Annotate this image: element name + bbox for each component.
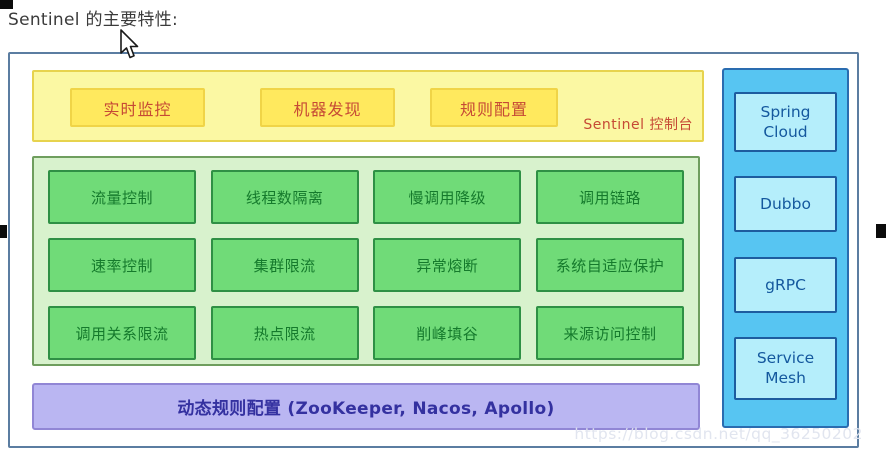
feature-box: 调用链路 bbox=[535, 170, 684, 224]
video-artifact-square bbox=[0, 225, 7, 238]
console-panel-label: Sentinel 控制台 bbox=[583, 117, 693, 133]
integration-box: gRPC bbox=[734, 256, 837, 313]
feature-box: 来源访问控制 bbox=[535, 306, 684, 360]
features-panel: 流量控制 线程数隔离 慢调用降级 调用链路 速率控制 集群限流 异常熔断 系统自… bbox=[32, 156, 700, 366]
mouse-cursor-icon bbox=[120, 29, 139, 59]
console-feature-box: 实时监控 bbox=[70, 88, 205, 127]
video-artifact-square bbox=[0, 0, 13, 9]
feature-box: 速率控制 bbox=[48, 238, 196, 292]
feature-box: 异常熔断 bbox=[373, 238, 522, 292]
integrations-panel: Spring Cloud Dubbo gRPC Service Mesh bbox=[722, 68, 849, 428]
integration-box: Service Mesh bbox=[734, 336, 837, 400]
console-feature-box: 规则配置 bbox=[430, 88, 558, 127]
feature-box: 系统自适应保护 bbox=[535, 238, 684, 292]
video-artifact-square bbox=[876, 224, 886, 238]
feature-box: 热点限流 bbox=[210, 306, 359, 360]
dynamic-rules-bar: 动态规则配置 (ZooKeeper, Nacos, Apollo) bbox=[32, 383, 700, 430]
console-panel: 实时监控 机器发现 规则配置 Sentinel 控制台 bbox=[32, 70, 704, 142]
feature-box: 流量控制 bbox=[48, 170, 196, 224]
feature-box: 慢调用降级 bbox=[373, 170, 522, 224]
feature-box: 线程数隔离 bbox=[210, 170, 359, 224]
sentinel-architecture-frame: 实时监控 机器发现 规则配置 Sentinel 控制台 流量控制 线程数隔离 慢… bbox=[8, 52, 859, 448]
feature-box: 削峰填谷 bbox=[373, 306, 522, 360]
integration-box: Dubbo bbox=[734, 176, 837, 233]
feature-box: 调用关系限流 bbox=[48, 306, 196, 360]
page-title: Sentinel 的主要特性: bbox=[8, 10, 179, 30]
console-feature-box: 机器发现 bbox=[260, 88, 395, 127]
csdn-watermark: https://blog.csdn.net/qq_36250202 bbox=[574, 425, 863, 443]
integration-box: Spring Cloud bbox=[734, 92, 837, 152]
feature-box: 集群限流 bbox=[210, 238, 359, 292]
